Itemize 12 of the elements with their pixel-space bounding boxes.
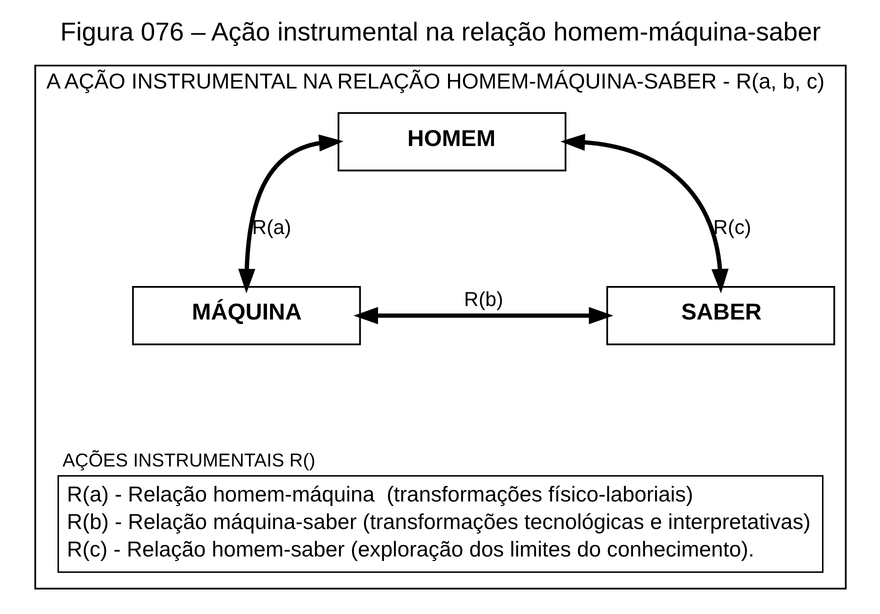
arrow — [238, 134, 344, 294]
arrow — [560, 134, 728, 294]
node-box: MÁQUINA — [132, 286, 360, 346]
node-box: R(a) - Relação homem-máquina (transformações físico-laboriais) R(b) - Relação máquina-saber (transformações tecnológicas e interpretativas) R(c) - Relação homem-saber (exploração dos limites do conhecimento). — [57, 475, 823, 573]
edge-label: R(b) — [464, 288, 503, 311]
node-label: AÇÕES INSTRUMENTAIS R() — [62, 449, 315, 470]
arrow — [353, 307, 613, 324]
edge-label: R(c) — [712, 216, 751, 239]
node-box: SABER — [606, 286, 835, 346]
edge-label: R(a) — [252, 216, 291, 239]
node-box: HOMEM — [337, 112, 566, 172]
diagram-title: Figura 076 – Ação instrumental na relação homem-máquina-saber — [60, 18, 820, 46]
